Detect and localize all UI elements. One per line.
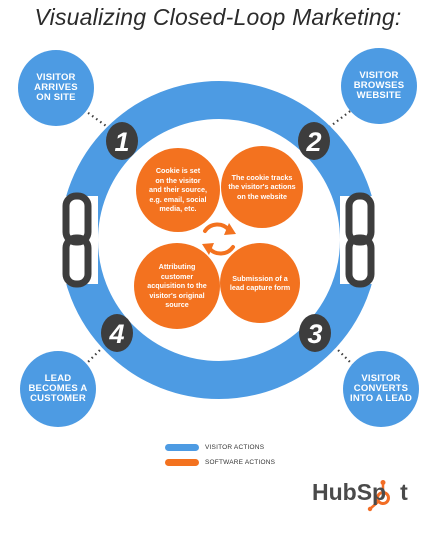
visitor-action-circle-1 [18, 50, 94, 126]
visitor-action-label-2: VISITOR BROWSES WEBSITE [353, 70, 405, 101]
legend-label-software: SOFTWARE ACTIONS [205, 459, 276, 466]
visitor-action-circle-2 [341, 48, 417, 124]
software-action-label-1: Cookie is set on the visitor and their s… [149, 166, 207, 214]
software-action-label-4: Attributing customer acquisition to the … [147, 262, 207, 310]
software-action-circle-2 [221, 146, 303, 228]
brand-text-pre: HubSp [312, 479, 387, 505]
software-action-circle-1 [136, 148, 220, 232]
step-number-4: 4 [108, 319, 124, 349]
step-badge-3 [299, 314, 331, 352]
legend-software-actions: SOFTWARE ACTIONS [165, 459, 275, 466]
chain-link-left-icon [62, 192, 92, 288]
software-action-label-3: Submission of a lead capture form [229, 273, 291, 293]
brand-text-post: t [400, 479, 408, 505]
software-action-circle-4 [134, 243, 220, 329]
step-number-1: 1 [114, 127, 129, 157]
diagram-title: Visualizing Closed-Loop Marketing: [34, 4, 402, 30]
hubspot-sprocket-icon [367, 480, 390, 512]
step-badge-4 [101, 314, 133, 352]
step-number-2: 2 [305, 127, 321, 157]
visitor-action-label-4: LEAD BECOMES A CUSTOMER [28, 373, 88, 404]
step-badge-1 [106, 122, 138, 160]
software-action-label-2: The cookie tracks the visitor's actions … [228, 172, 296, 201]
legend-label-visitor: VISITOR ACTIONS [205, 444, 265, 451]
connector-3 [323, 335, 361, 373]
step-badge-2 [298, 122, 330, 160]
refresh-cycle-icon [202, 222, 236, 256]
visitor-action-circle-4 [20, 351, 96, 427]
visitor-action-label-3: VISITOR CONVERTS INTO A LEAD [349, 373, 413, 404]
software-action-circle-3 [220, 243, 300, 323]
legend-swatch-blue [165, 444, 199, 451]
legend-swatch-orange [165, 459, 199, 466]
chain-link-right-icon [345, 192, 375, 288]
hubspot-logo: HubSpot [312, 479, 408, 506]
visitor-action-circle-3 [343, 351, 419, 427]
legend-visitor-actions: VISITOR ACTIONS [165, 444, 264, 451]
step-number-3: 3 [307, 319, 322, 349]
visitor-action-label-1: VISITOR ARRIVES ON SITE [34, 72, 78, 103]
